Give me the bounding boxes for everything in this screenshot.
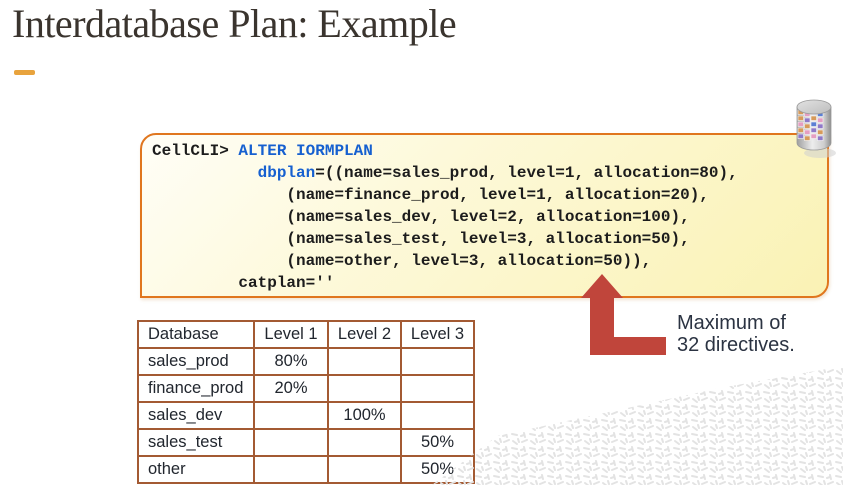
- allocation-cell: 20%: [253, 374, 329, 403]
- allocation-cell: [253, 428, 329, 457]
- allocation-cell: [400, 374, 475, 403]
- database-name-cell: sales_prod: [137, 347, 255, 376]
- table-row: sales_test 50%: [137, 428, 475, 457]
- code-line: (name=other, level=3, allocation=50)),: [152, 252, 652, 270]
- allocation-cell: [253, 455, 329, 484]
- callout-line: 32 directives.: [677, 334, 795, 356]
- allocation-cell: [327, 347, 402, 376]
- code-line: (name=sales_dev, level=2, allocation=100…: [152, 208, 690, 226]
- allocation-cell: [327, 374, 402, 403]
- accent-dash: [14, 70, 35, 75]
- table-row: other 50%: [137, 455, 475, 484]
- dotted-texture-decoration: [432, 366, 843, 485]
- allocation-cell: [327, 428, 402, 457]
- code-line: dbplan=((name=sales_prod, level=1, alloc…: [257, 164, 738, 182]
- allocation-cell: [400, 401, 475, 430]
- allocation-cell: 80%: [253, 347, 329, 376]
- database-cylinder-icon: [796, 99, 836, 158]
- code-line: (name=sales_test, level=3, allocation=50…: [152, 230, 690, 248]
- column-header: Level 1: [253, 320, 329, 349]
- page-title: Interdatabase Plan: Example: [12, 1, 457, 46]
- code-box: CellCLI> ALTER IORMPLAN dbplan=((name=sa…: [140, 133, 829, 298]
- table-row: sales_dev 100%: [137, 401, 475, 430]
- database-name-cell: other: [137, 455, 255, 484]
- database-name-cell: sales_dev: [137, 401, 255, 430]
- database-name-cell: finance_prod: [137, 374, 255, 403]
- allocation-cell: 50%: [400, 455, 475, 484]
- allocation-cell: 50%: [400, 428, 475, 457]
- allocation-cell: 100%: [327, 401, 402, 430]
- allocation-cell: [327, 455, 402, 484]
- column-header: Level 2: [327, 320, 402, 349]
- code-line: catplan='': [152, 274, 335, 292]
- database-name-cell: sales_test: [137, 428, 255, 457]
- callout-text: Maximum of 32 directives.: [677, 312, 795, 356]
- code-block: CellCLI> ALTER IORMPLAN dbplan=((name=sa…: [142, 135, 827, 294]
- callout-line: Maximum of: [677, 312, 786, 334]
- allocation-cell: [400, 347, 475, 376]
- column-header: Level 3: [400, 320, 475, 349]
- column-header: Database: [137, 320, 255, 349]
- allocation-cell: [253, 401, 329, 430]
- code-line: CellCLI> ALTER IORMPLAN: [152, 142, 373, 160]
- code-line: (name=finance_prod, level=1, allocation=…: [152, 186, 709, 204]
